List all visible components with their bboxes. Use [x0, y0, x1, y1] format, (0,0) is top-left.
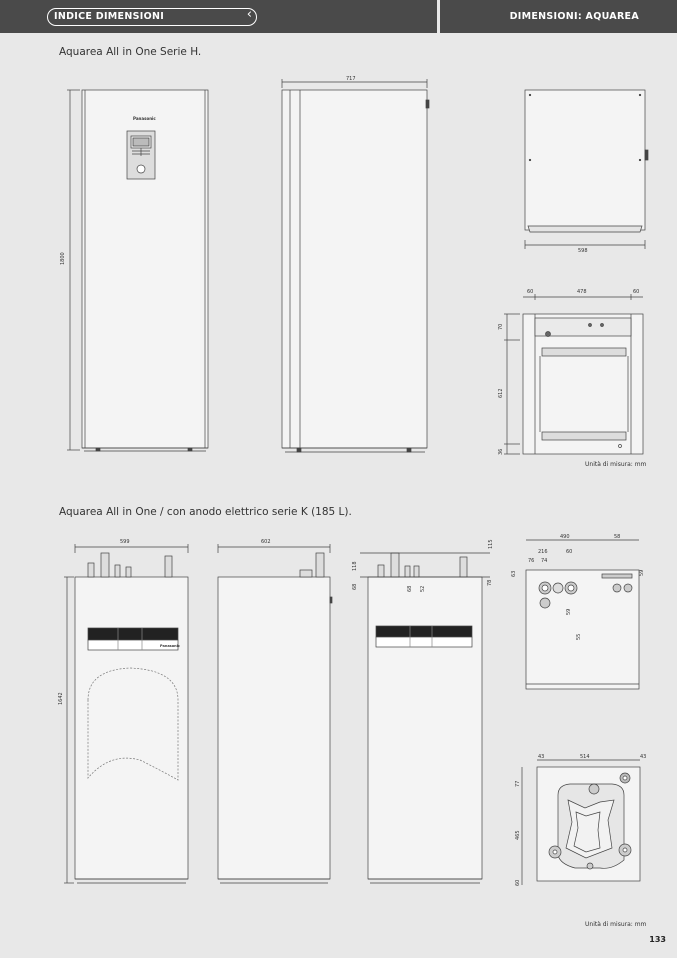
s2-dim-front-width: 599: [120, 539, 130, 545]
s2-top-view: 490 58 216 60 76 74 63 59 59 55: [511, 534, 645, 690]
s2-dim-side-width: 602: [261, 539, 271, 545]
s2-dim-top-74: 74: [541, 558, 547, 564]
s2-dim-top-490: 490: [560, 534, 570, 540]
s2-dim-rear-68b: 68: [407, 586, 413, 592]
index-label: INDICE DIMENSIONI: [54, 11, 165, 22]
page-number: 133: [649, 935, 666, 944]
s1-brand-logo: Panasonic: [133, 116, 156, 121]
back-chevron-icon[interactable]: ‹: [246, 7, 252, 22]
s1-dim-rear-478: 478: [577, 289, 587, 295]
section-title: DIMENSIONI: AQUAREA: [509, 11, 639, 22]
unit-note-1: Unità di misura: mm: [585, 461, 647, 468]
s2-dim-rear-78: 78: [487, 580, 493, 586]
s2-dim-top-63: 63: [511, 571, 517, 577]
s2-dim-bot-43a: 43: [538, 754, 544, 760]
s2-dim-top-55: 55: [576, 634, 582, 640]
s1-top-view: 598: [524, 89, 649, 254]
s1-rear-view: 60 478 60 70 612 36: [498, 289, 644, 455]
s2-rear-view: 118 115 68 68 52 78: [352, 539, 494, 884]
s2-dim-rear-52: 52: [420, 586, 426, 592]
header-bar: INDICE DIMENSIONI ‹ DIMENSIONI: AQUAREA: [0, 0, 677, 33]
s1-side-view: 717: [281, 76, 430, 453]
s1-dim-top-width: 598: [578, 248, 588, 254]
s2-dim-rear-118: 118: [352, 561, 358, 571]
index-link[interactable]: INDICE DIMENSIONI ‹: [47, 7, 257, 26]
s1-dim-rear-36: 36: [498, 449, 504, 455]
s2-dim-top-216: 216: [538, 549, 548, 555]
s2-dim-bot-514: 514: [580, 754, 590, 760]
s1-front-view: Panasonic 1800: [60, 89, 209, 452]
s2-dim-top-59a: 59: [639, 570, 645, 576]
s2-side-view: 602: [217, 539, 333, 884]
s1-dim-rear-60b: 60: [633, 289, 639, 295]
s2-dim-top-76: 76: [528, 558, 534, 564]
s2-dim-rear-68a: 68: [352, 584, 358, 590]
s2-dim-top-58: 58: [614, 534, 620, 540]
s2-dim-bot-43b: 43: [640, 754, 646, 760]
unit-note-2: Unità di misura: mm: [585, 921, 647, 928]
s1-dim-rear-60a: 60: [527, 289, 533, 295]
header-divider: [437, 0, 440, 33]
s2-brand-logo: Panasonic: [160, 644, 180, 648]
section2-title: Aquarea All in One / con anodo elettrico…: [59, 506, 352, 518]
s1-dim-rear-612: 612: [498, 388, 504, 398]
s2-front-view: Panasonic 599 1642: [58, 539, 189, 884]
s2-dim-rear-115: 115: [488, 539, 494, 549]
s2-dim-bot-465: 465: [515, 830, 521, 840]
s2-dim-bot-77: 77: [515, 781, 521, 787]
section1-title: Aquarea All in One Serie H.: [59, 46, 202, 58]
s2-bottom-view: 43 514 43 77 465 60: [515, 754, 646, 886]
s2-dim-bot-60: 60: [515, 880, 521, 886]
s2-dim-top-60: 60: [566, 549, 572, 555]
s1-dim-rear-70: 70: [498, 324, 504, 330]
s2-dim-front-height: 1642: [58, 692, 64, 705]
s1-dim-height: 1800: [60, 252, 66, 265]
s1-dim-side-width: 717: [346, 76, 356, 82]
s2-dim-top-59b: 59: [566, 609, 572, 615]
